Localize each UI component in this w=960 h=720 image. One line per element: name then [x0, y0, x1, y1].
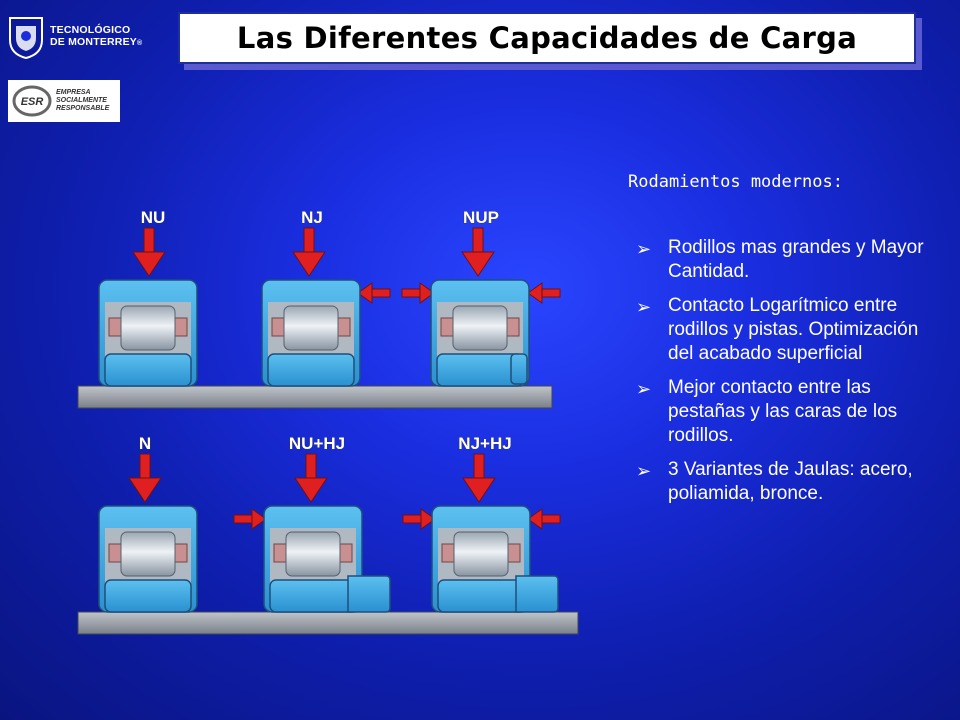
- axial-arrow-nj-hj-left: [402, 508, 436, 530]
- label-nup: NUP: [463, 208, 499, 227]
- hj-ring-1: [347, 575, 391, 613]
- bearing-nj-hj: [431, 505, 531, 613]
- bearing-n: [98, 505, 198, 613]
- load-arrow-nj-hj: [462, 453, 496, 503]
- tec-logo-text: TECNOLÓGICO DE MONTERREY®: [50, 24, 143, 48]
- esr-logo: ESR EMPRESA SOCIALMENTE RESPONSABLE: [8, 80, 120, 122]
- bearing-nj: [261, 279, 361, 387]
- load-arrow-nj: [292, 227, 326, 277]
- shaft-bottom: [77, 611, 579, 635]
- tec-seal-icon: [9, 17, 43, 60]
- load-arrow-n: [128, 453, 162, 503]
- load-arrow-nu: [132, 227, 166, 277]
- tec-logo: TECNOLÓGICO DE MONTERREY®: [6, 8, 150, 66]
- label-nu: NU: [141, 208, 166, 227]
- axial-arrow-nup-left: [401, 282, 435, 304]
- load-arrow-nu-hj: [294, 453, 328, 503]
- bearing-nu: [98, 279, 198, 387]
- hj-ring-2: [515, 575, 559, 613]
- load-arrow-nup: [461, 227, 495, 277]
- bullet-item: ➢ Contacto Logarítmico entre rodillos y …: [636, 295, 919, 364]
- label-nj-hj: NJ+HJ: [458, 434, 511, 453]
- esr-logo-text: EMPRESA SOCIALMENTE RESPONSABLE: [56, 89, 110, 112]
- bullet-item: ➢ Rodillos mas grandes y Mayor Cantidad.: [636, 237, 924, 282]
- bearing-nu-hj: [263, 505, 363, 613]
- esr-mark-icon: ESR: [12, 85, 52, 117]
- arrowhead-bullet-icon: ➢: [636, 239, 652, 259]
- shaft-top: [77, 385, 553, 409]
- bearing-nup: [430, 279, 530, 387]
- axial-arrow-nj-hj-right: [527, 508, 561, 530]
- arrowhead-bullet-icon: ➢: [636, 379, 652, 399]
- bullet-item: ➢ 3 Variantes de Jaulas: acero, poliamid…: [636, 459, 913, 504]
- subtitle: Rodamientos modernos:: [628, 172, 843, 192]
- axial-arrow-nu-hj: [233, 508, 267, 530]
- svg-text:ESR: ESR: [21, 96, 44, 108]
- axial-arrow-nup-right: [527, 282, 561, 304]
- bullet-list: ➢ Rodillos mas grandes y Mayor Cantidad.…: [628, 236, 928, 516]
- page-title: Las Diferentes Capacidades de Carga: [236, 21, 858, 55]
- title-box: Las Diferentes Capacidades de Carga: [178, 12, 916, 64]
- arrowhead-bullet-icon: ➢: [636, 297, 652, 317]
- bullet-item: ➢ Mejor contacto entre las pestañas y la…: [636, 377, 898, 446]
- label-n: N: [139, 434, 151, 453]
- label-nu-hj: NU+HJ: [289, 434, 345, 453]
- arrowhead-bullet-icon: ➢: [636, 461, 652, 481]
- label-nj: NJ: [301, 208, 323, 227]
- axial-arrow-nj: [357, 282, 391, 304]
